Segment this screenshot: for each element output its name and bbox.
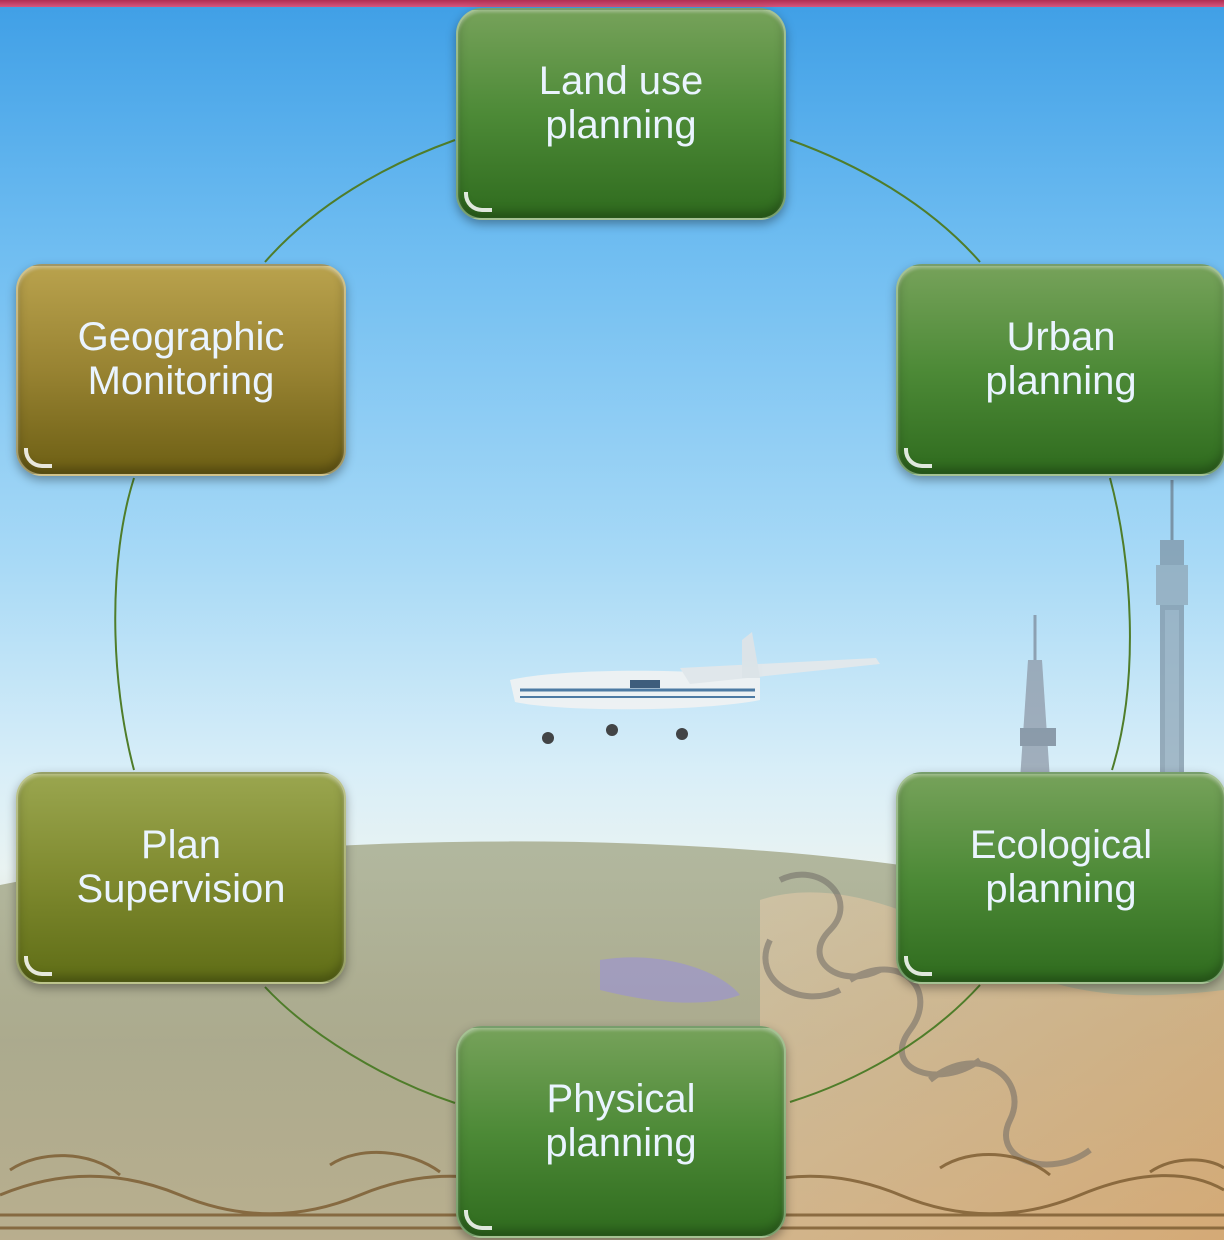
node-physical-planning: Physical planning <box>456 1026 786 1238</box>
node-plan-supervision: Plan Supervision <box>16 772 346 984</box>
tv-tower-short <box>1020 615 1056 780</box>
earth-water <box>600 957 740 1003</box>
connector-landuse-urban <box>789 139 981 263</box>
corner-accent <box>904 956 932 976</box>
node-geographic-monitoring: Geographic Monitoring <box>16 264 346 476</box>
node-label: Plan Supervision <box>76 823 286 911</box>
node-label: Land use planning <box>538 59 704 147</box>
top-accent-bar <box>0 0 1224 7</box>
connector-supervision-monitoring <box>114 477 135 771</box>
corner-accent <box>24 956 52 976</box>
node-ecological-planning: Ecological planning <box>896 772 1224 984</box>
corner-accent <box>24 448 52 468</box>
node-urban-planning: Urban planning <box>896 264 1224 476</box>
node-label: Ecological planning <box>969 823 1153 911</box>
connector-physical-supervision <box>264 986 456 1104</box>
corner-accent <box>464 1210 492 1230</box>
corner-accent <box>904 448 932 468</box>
dragon-swirls <box>762 871 1092 1168</box>
airplane <box>510 632 880 744</box>
node-land-use-planning: Land use planning <box>456 8 786 220</box>
node-label: Urban planning <box>985 315 1137 403</box>
connector-urban-ecological <box>1109 477 1131 771</box>
node-label: Geographic Monitoring <box>77 315 285 403</box>
connector-ecological-physical <box>789 984 981 1103</box>
corner-accent <box>464 192 492 212</box>
tv-tower-tall <box>1156 480 1188 800</box>
node-label: Physical planning <box>545 1077 697 1165</box>
connector-monitoring-landuse <box>264 139 456 263</box>
